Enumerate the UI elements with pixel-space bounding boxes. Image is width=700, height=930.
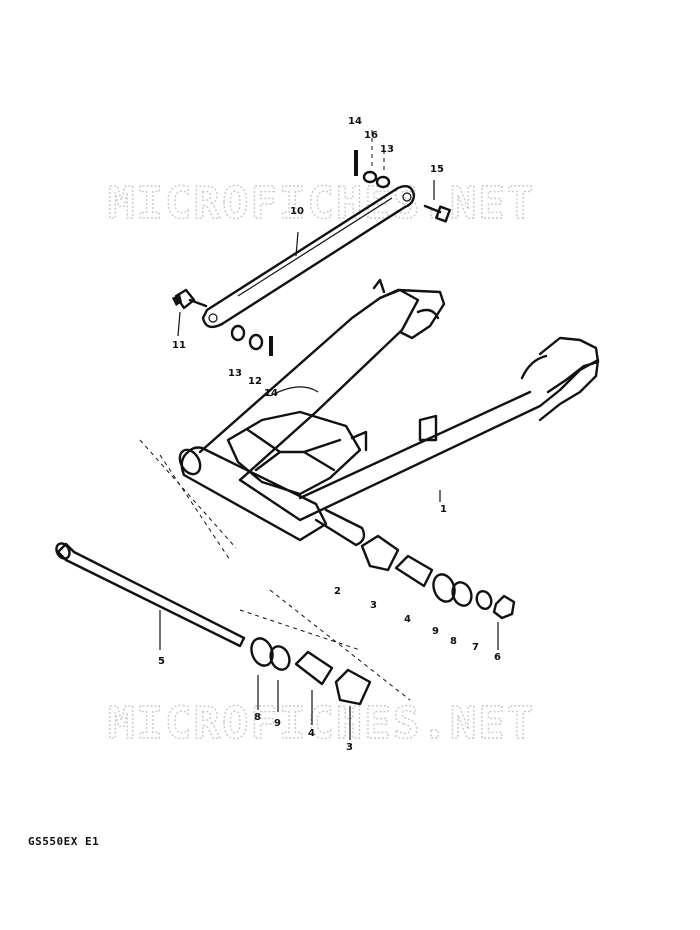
- callout-13-lower: 13: [228, 368, 242, 379]
- callout-10: 10: [290, 206, 304, 217]
- callout-8-right: 8: [450, 636, 457, 647]
- lower-bushing-set: [250, 637, 372, 706]
- callout-2: 2: [334, 586, 341, 597]
- callout-3-right: 3: [370, 600, 377, 611]
- callout-9-right: 9: [432, 626, 439, 637]
- swing-arm: [178, 278, 600, 547]
- lower-fasteners: [230, 324, 273, 356]
- callout-9-left: 9: [274, 718, 281, 729]
- callout-14-lower: 14: [264, 388, 278, 399]
- right-bushing-set: [360, 534, 516, 620]
- upper-fasteners: [354, 130, 391, 189]
- callout-16: 16: [364, 130, 378, 141]
- callout-7: 7: [472, 642, 479, 653]
- bolt-11: [172, 288, 208, 310]
- callout-4-left: 4: [308, 728, 315, 739]
- callout-6: 6: [494, 652, 501, 663]
- callout-1: 1: [440, 504, 447, 515]
- callout-15: 15: [430, 164, 444, 175]
- watermark-bottom: MICROFICHES.NET: [108, 698, 535, 749]
- pivot-axle: [55, 542, 246, 648]
- reference-lines: [139, 439, 411, 701]
- callout-12: 12: [248, 376, 262, 387]
- callout-14-upper: 14: [348, 116, 362, 127]
- torque-link: [201, 185, 416, 329]
- callout-4-right: 4: [404, 614, 411, 625]
- model-code: GS550EX E1: [28, 835, 100, 848]
- bolt-15: [423, 204, 451, 223]
- callout-3-left: 3: [346, 742, 353, 753]
- callout-5: 5: [158, 656, 165, 667]
- callout-13-upper: 13: [380, 144, 394, 155]
- callout-labels: 1 2 3 4 9 8 7 6 5 8 9 4 3 10 11 12 13 14…: [158, 116, 501, 753]
- callout-11: 11: [172, 340, 186, 351]
- callout-8-left: 8: [254, 712, 261, 723]
- watermark-top: MICROFICHES.NET: [108, 178, 535, 229]
- leader-lines: [159, 180, 499, 740]
